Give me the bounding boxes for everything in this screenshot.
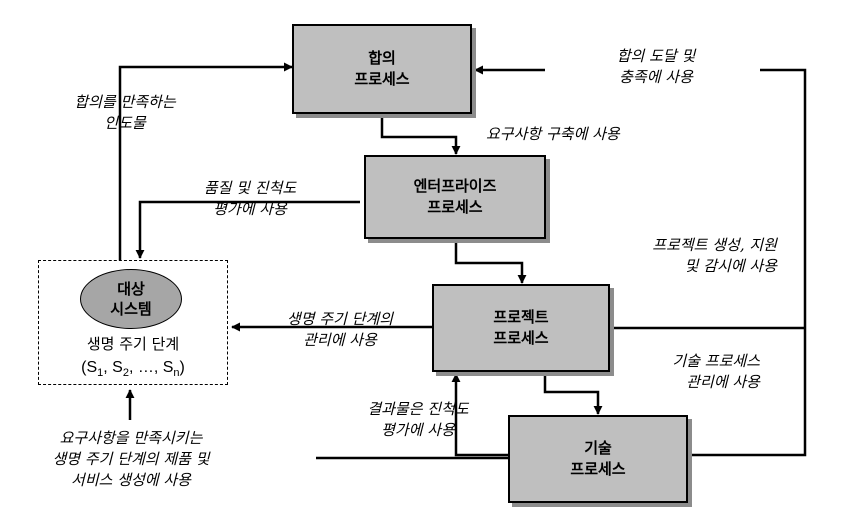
note-technical-mgmt: 기술 프로세스 관리에 사용: [610, 351, 760, 393]
note-lifecycle-mgmt-line2: 관리에 사용: [303, 331, 377, 349]
note-quality-eval-line1: 품질 및 진척도: [203, 179, 297, 197]
note-project-support-line1: 프로젝트 생성, 지원: [652, 236, 777, 254]
agreement-box-line1: 합의: [368, 49, 396, 67]
target-title-line1: 대상: [117, 280, 145, 298]
technical-box-line2: 프로세스: [570, 460, 626, 478]
note-results-eval: 결과물은 진척도 평가에 사용: [323, 399, 513, 441]
note-results-eval-line1: 결과물은 진척도: [367, 400, 469, 418]
arrow-enterprise-to-project: [454, 237, 527, 284]
technical-box-line1: 기술: [584, 439, 612, 457]
lifecycle-stage-list: (S1, S2, …, Sn): [39, 358, 227, 383]
enterprise-process-box: 엔터프라이즈 프로세스: [364, 155, 546, 239]
target-system-frame: 대상 시스템 생명 주기 단계 (S1, S2, …, Sn): [38, 260, 228, 385]
stage-sub-1: 1: [97, 367, 104, 380]
arrow-agreement-to-enterprise: [380, 112, 461, 155]
project-process-box: 프로젝트 프로세스: [432, 284, 610, 372]
note-quality-eval: 품질 및 진척도 평가에 사용: [160, 178, 340, 220]
enterprise-box-line1: 엔터프라이즈: [413, 177, 497, 195]
stage-sep-1: , S: [103, 359, 123, 376]
target-system-ellipse: 대상 시스템: [80, 269, 182, 329]
note-requirements-build-line1: 요구사항 구축에 사용: [486, 125, 620, 143]
note-quality-eval-line2: 평가에 사용: [213, 200, 287, 218]
note-agreement-use-line1: 합의 도달 및: [616, 47, 696, 65]
stage-sep-end: ): [179, 359, 185, 376]
project-box-line1: 프로젝트: [493, 308, 549, 326]
note-technical-mgmt-line2: 관리에 사용: [686, 373, 760, 391]
note-project-support-line2: 및 감시에 사용: [684, 257, 777, 275]
note-products-services-line3: 서비스 생성에 사용: [71, 471, 191, 489]
note-technical-mgmt-line1: 기술 프로세스: [672, 352, 760, 370]
arrow-project-to-technical: [543, 370, 603, 415]
note-requirements-build: 요구사항 구축에 사용: [486, 124, 620, 145]
agreement-box-line2: 프로세스: [354, 70, 410, 88]
arrow-quality-to-target: [135, 200, 360, 259]
note-project-support: 프로젝트 생성, 지원 및 감시에 사용: [565, 235, 777, 277]
arrow-target-to-agreement: [118, 62, 293, 260]
note-agreement-output: 합의를 만족하는 인도물: [30, 92, 220, 134]
note-products-services: 요구사항을 만족시키는 생명 주기 단계의 제품 및 서비스 생성에 사용: [0, 428, 262, 491]
note-results-eval-line2: 평가에 사용: [381, 421, 455, 439]
stage-sep-2: , …, S: [128, 359, 174, 376]
technical-process-box: 기술 프로세스: [508, 415, 688, 503]
right-bus-line: [688, 68, 807, 457]
note-products-services-line1: 요구사항을 만족시키는: [59, 429, 203, 447]
note-lifecycle-mgmt: 생명 주기 단계의 관리에 사용: [250, 309, 430, 351]
stage-sub-n: n: [173, 367, 180, 380]
stage-sub-2: 2: [122, 367, 129, 380]
target-title-line2: 시스템: [110, 300, 152, 318]
note-products-services-line2: 생명 주기 단계의 제품 및: [52, 450, 210, 468]
arrow-technical-to-project: [451, 373, 508, 457]
agreement-process-box: 합의 프로세스: [292, 24, 472, 114]
note-agreement-use-line2: 충족에 사용: [619, 68, 693, 86]
project-box-line2: 프로세스: [493, 329, 549, 347]
note-agreement-output-line1: 합의를 만족하는: [74, 93, 176, 111]
enterprise-box-line2: 프로세스: [427, 198, 483, 216]
note-agreement-output-line2: 인도물: [104, 114, 146, 132]
stages-prefix: (S: [81, 359, 98, 376]
lifecycle-stage-label: 생명 주기 단계: [86, 335, 180, 353]
note-agreement-use: 합의 도달 및 충족에 사용: [556, 46, 756, 88]
note-lifecycle-mgmt-line1: 생명 주기 단계의: [286, 310, 394, 328]
